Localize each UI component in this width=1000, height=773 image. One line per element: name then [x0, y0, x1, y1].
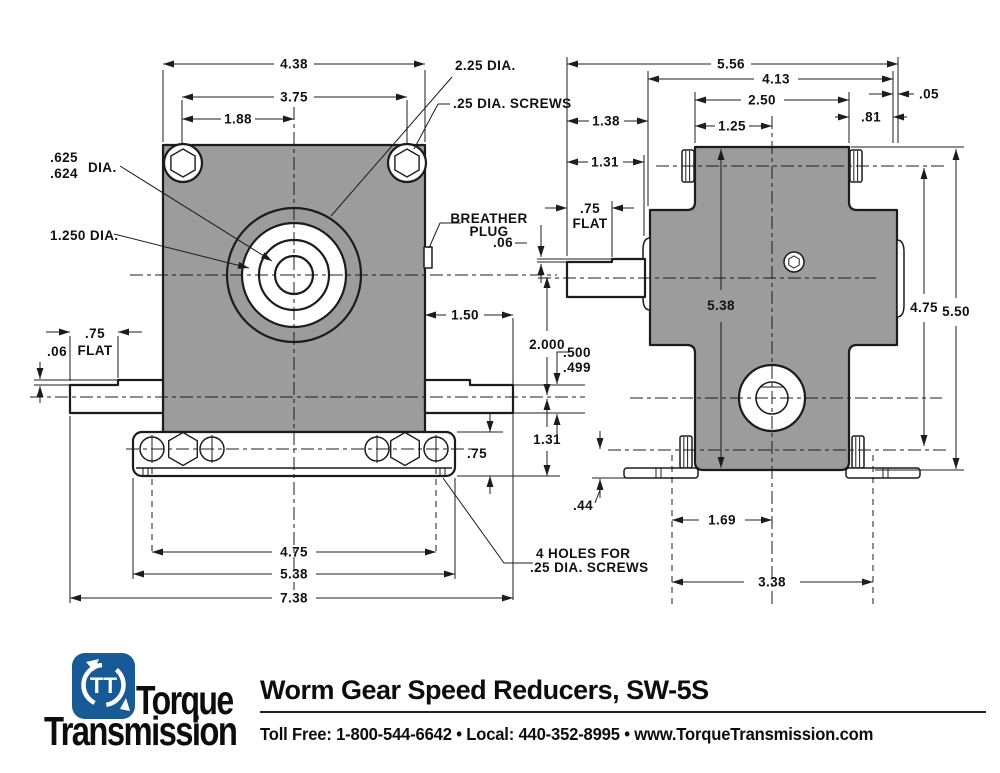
dim-side-body-height: 5.38 — [707, 298, 735, 313]
label-breather-2: PLUG — [469, 224, 508, 239]
label-bore-dia: 1.250 DIA. — [50, 228, 119, 243]
dim-side-flat-length: .75 — [580, 201, 600, 216]
side-view: 5.56 4.13 2.50 .05 .81 1.38 1.25 1.31 — [493, 57, 970, 608]
label-shaft-dia-word: DIA. — [88, 160, 117, 175]
dim-side-gap: .05 — [919, 87, 939, 102]
dim-front-total-width: 7.38 — [280, 591, 308, 606]
label-hub-dia: 2.25 DIA. — [455, 58, 516, 73]
dim-front-shaft-ext: 1.50 — [451, 308, 479, 323]
dim-front-base-width: 5.38 — [280, 567, 308, 582]
label-shaft-dia-1: .625 — [50, 150, 78, 165]
dim-front-bolt-spacing: 3.75 — [280, 90, 308, 105]
side-bearing-boss-right — [896, 239, 905, 318]
title-divider — [260, 711, 986, 713]
dim-side-flat-word: FLAT — [572, 216, 607, 231]
dim-side-overall-depth: 5.56 — [717, 57, 745, 72]
dim-front-flat-length: .75 — [85, 326, 105, 341]
dim-front-center-to-base: 1.31 — [533, 432, 561, 447]
base-hex-bolt — [390, 431, 420, 467]
logo-monogram: TT — [90, 673, 117, 698]
label-screws: .25 DIA. SCREWS — [453, 96, 572, 111]
label-breather-1: BREATHER — [450, 211, 527, 226]
side-centerlines — [538, 116, 947, 608]
company-logo: TT — [72, 653, 135, 719]
dim-side-half-column: 1.25 — [718, 119, 746, 134]
dim-front-center-to-center: 2.000 — [529, 337, 565, 352]
dim-front-flat-depth: .06 — [47, 344, 67, 359]
dim-side-body-depth: 4.13 — [762, 72, 790, 87]
dim-side-boss-length: 1.31 — [591, 155, 619, 170]
label-holes-note-2: .25 DIA. SCREWS — [530, 560, 649, 575]
dim-side-foot-cc-half: 1.69 — [708, 513, 736, 528]
dim-front-overall-width: 4.38 — [280, 57, 308, 72]
front-top-left-bolt — [162, 142, 204, 184]
label-holes-note-1: 4 HOLES FOR — [536, 546, 630, 561]
dim-front-half-spacing: 1.88 — [224, 112, 252, 127]
front-leaders — [113, 76, 533, 564]
page-title: Worm Gear Speed Reducers, SW-5S — [260, 675, 709, 705]
base-hex-bolt — [167, 431, 199, 467]
front-centerlines — [30, 107, 585, 590]
dim-side-foot-height: .44 — [573, 498, 593, 513]
dim-side-bolt-height: 4.75 — [910, 300, 938, 315]
side-extension-lines — [537, 57, 964, 479]
label-shaft-dia-2: .624 — [50, 166, 78, 181]
dim-front-flat-word: FLAT — [77, 343, 112, 358]
brand-word-transmission: Transmission — [44, 708, 238, 754]
front-top-right-bolt — [386, 142, 428, 184]
dim-side-offset: .81 — [861, 110, 881, 125]
dim-side-column-depth: 2.50 — [748, 93, 776, 108]
dim-front-base-height: .75 — [467, 446, 487, 461]
side-oil-plug-screw — [783, 251, 805, 273]
dim-side-overall-height: 5.50 — [942, 304, 970, 319]
dim-side-flat-depth: .06 — [493, 235, 513, 250]
front-labels: 2.25 DIA. .25 DIA. SCREWS .625 .624 DIA.… — [50, 58, 649, 575]
side-dimensions: 5.56 4.13 2.50 .05 .81 1.38 1.25 1.31 — [493, 57, 970, 590]
brand-word-torque: Torque — [136, 677, 234, 723]
side-housing-body — [648, 145, 899, 472]
dim-front-holes-cc: 4.75 — [280, 545, 308, 560]
dim-side-foot-cc: 3.38 — [758, 575, 786, 590]
front-dimensions: 4.38 3.75 1.88 1.50 2.000 1.31 .75 4.75 — [36, 57, 591, 606]
circular-arrows-icon — [81, 659, 130, 711]
front-view: 4.38 3.75 1.88 1.50 2.000 1.31 .75 4.75 — [30, 57, 649, 606]
dim-front-shaft-dia-lo: .499 — [563, 360, 591, 375]
contact-line: Toll Free: 1-800-544-6642 • Local: 440-3… — [260, 724, 874, 744]
breather-plug — [423, 246, 433, 269]
dim-front-shaft-dia-hi: .500 — [563, 345, 591, 360]
dim-side-shaft-length: 1.38 — [592, 114, 620, 129]
technical-drawing: 4.38 3.75 1.88 1.50 2.000 1.31 .75 4.75 — [30, 57, 970, 608]
